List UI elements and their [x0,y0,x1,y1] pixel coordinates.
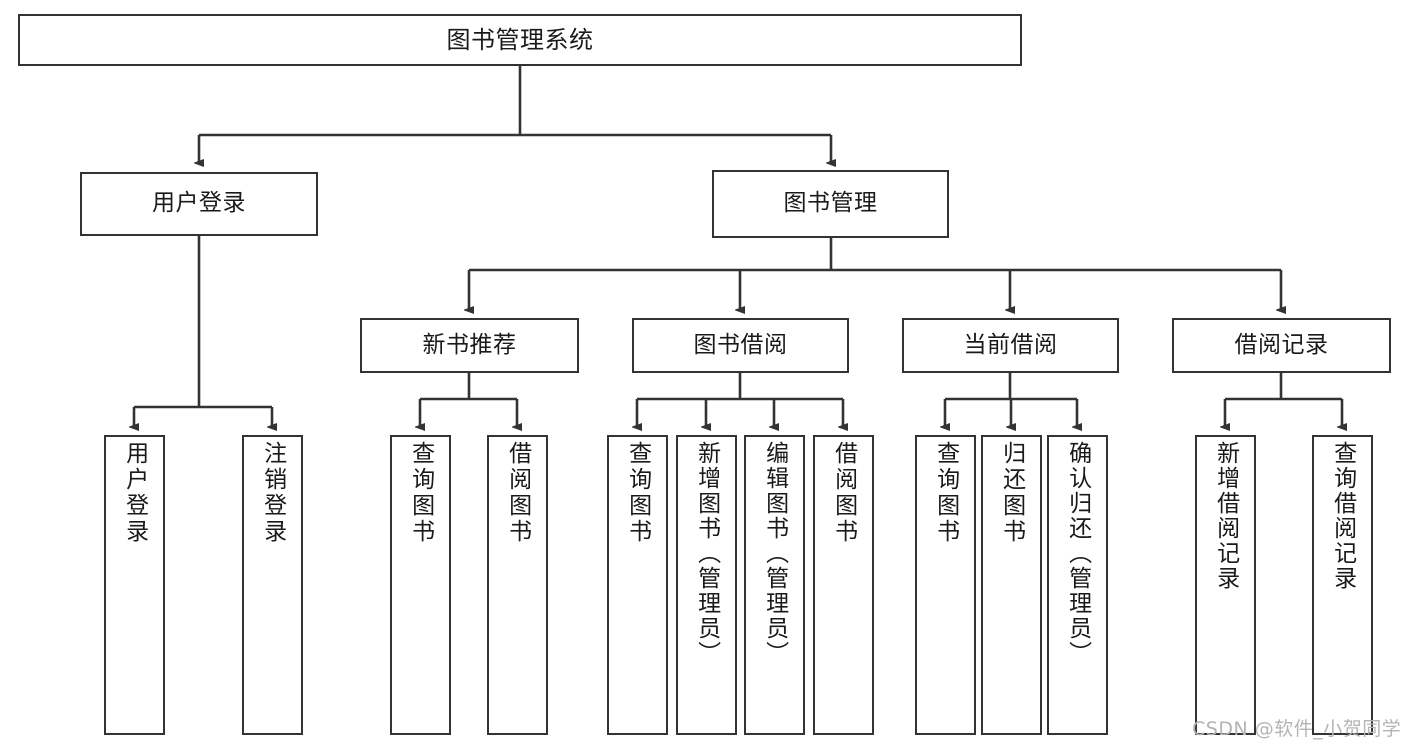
node-borrow-record[interactable]: 借阅记录 [1172,318,1391,373]
node-label: 新增图书（管理员） [693,441,720,666]
node-label: 借阅图书 [504,441,531,545]
node-label: 新增借阅记录 [1212,441,1239,591]
node-label: 查询图书 [407,441,434,545]
node-label: 用户登录 [121,441,148,545]
node-book-borrow[interactable]: 图书借阅 [632,318,849,373]
leaf-new-book-query[interactable]: 查询图书 [390,435,451,735]
node-current-borrow[interactable]: 当前借阅 [902,318,1119,373]
leaf-book-borrow-query[interactable]: 查询图书 [607,435,668,735]
leaf-user-login-signout[interactable]: 注销登录 [242,435,303,735]
node-label: 查询借阅记录 [1329,441,1356,591]
leaf-current-borrow-confirm-return[interactable]: 确认归还（管理员） [1047,435,1108,735]
node-label: 用户登录 [152,190,246,217]
node-label: 查询图书 [624,441,651,545]
leaf-borrow-record-add[interactable]: 新增借阅记录 [1195,435,1256,735]
node-label: 借阅图书 [830,441,857,545]
leaf-borrow-record-query[interactable]: 查询借阅记录 [1312,435,1373,735]
node-label: 图书借阅 [693,331,788,358]
node-label: 图书管理 [783,190,878,217]
node-label: 新书推荐 [422,331,517,358]
node-root-system[interactable]: 图书管理系统 [18,14,1022,66]
leaf-book-borrow-edit[interactable]: 编辑图书（管理员） [744,435,805,735]
node-book-management[interactable]: 图书管理 [712,170,949,238]
node-label: 确认归还（管理员） [1064,441,1091,666]
leaf-current-borrow-return[interactable]: 归还图书 [981,435,1042,735]
node-label: 查询图书 [932,441,959,545]
node-label: 借阅记录 [1234,331,1329,358]
node-new-book-recommend[interactable]: 新书推荐 [360,318,579,373]
leaf-current-borrow-query[interactable]: 查询图书 [915,435,976,735]
node-label: 注销登录 [259,441,286,545]
leaf-user-login-signin[interactable]: 用户登录 [104,435,165,735]
node-user-login[interactable]: 用户登录 [80,172,318,236]
node-label: 当前借阅 [963,331,1058,358]
leaf-new-book-borrow[interactable]: 借阅图书 [487,435,548,735]
node-label: 图书管理系统 [446,25,594,54]
node-label: 编辑图书（管理员） [761,441,788,666]
csdn-watermark: CSDN @软件_小贺同学 [1192,718,1402,740]
node-label: 归还图书 [998,441,1025,545]
leaf-book-borrow-borrow[interactable]: 借阅图书 [813,435,874,735]
leaf-book-borrow-add[interactable]: 新增图书（管理员） [676,435,737,735]
